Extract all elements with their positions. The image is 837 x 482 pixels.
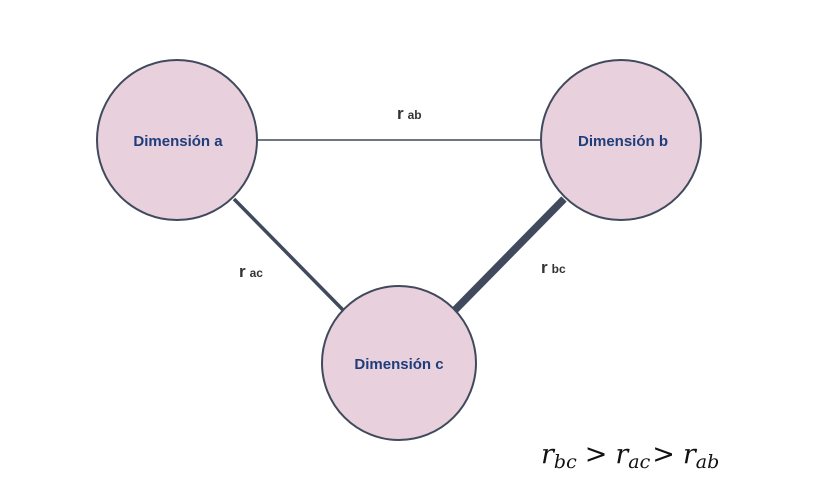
node-circle-a bbox=[96, 59, 258, 221]
node-label-b: Dimensión b bbox=[578, 133, 668, 150]
node-dimension-b: Dimensión b bbox=[540, 59, 702, 221]
node-dimension-c: Dimensión c bbox=[321, 285, 477, 441]
edge-ac bbox=[232, 197, 346, 313]
node-dimension-a: Dimensión a bbox=[96, 59, 258, 221]
node-label-a: Dimensión a bbox=[133, 133, 223, 150]
node-label-c: Dimensión c bbox=[354, 356, 443, 373]
node-circle-c bbox=[321, 285, 477, 441]
node-circle-b bbox=[540, 59, 702, 221]
correlation-inequality: rbc>rac>rab bbox=[541, 439, 719, 473]
edge-bc bbox=[451, 196, 567, 314]
